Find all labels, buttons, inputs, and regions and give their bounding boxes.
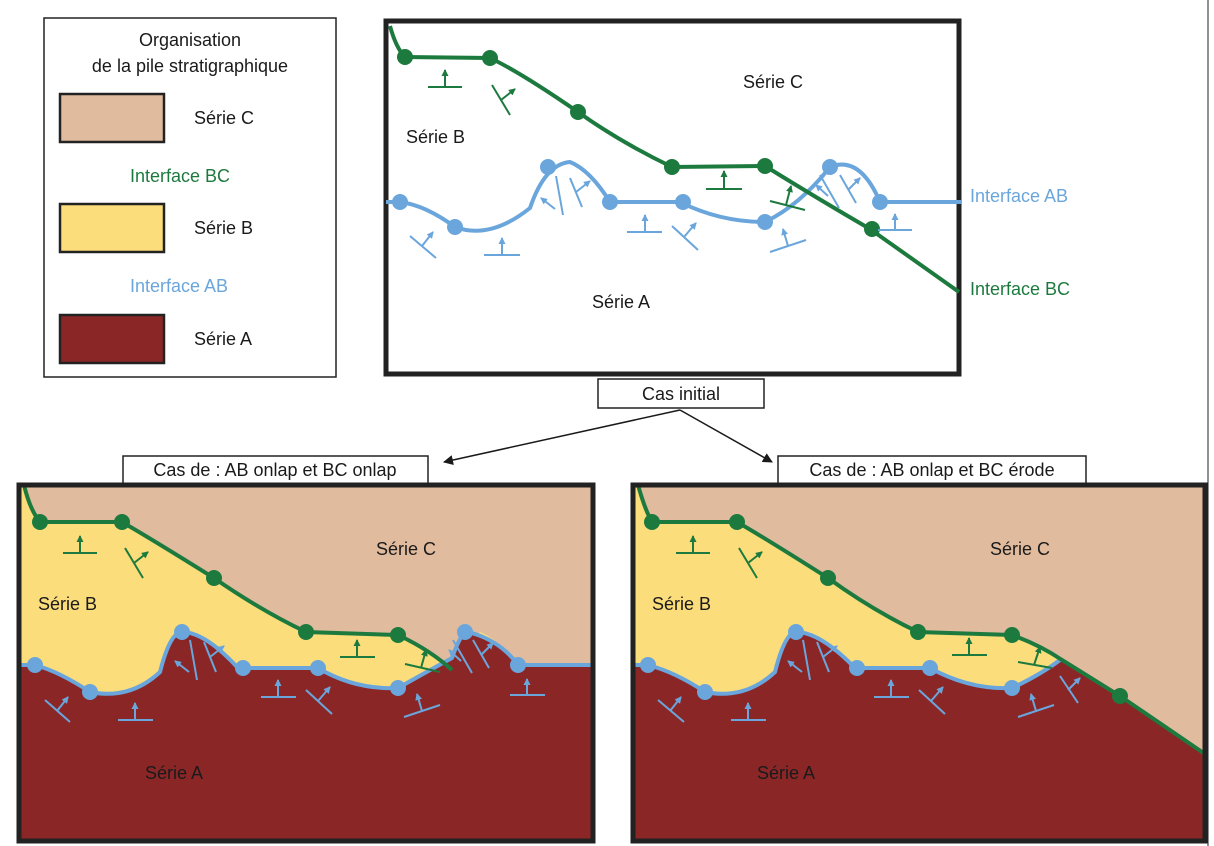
- interface-ab-control-points: [392, 159, 888, 235]
- right-bc-orientation-symbols: [676, 535, 1053, 669]
- initial-caption: Cas initial: [597, 378, 765, 409]
- right-case-frame: [630, 482, 1208, 844]
- arrow-to-right-case: [679, 409, 773, 463]
- arrow-to-left-case: [443, 409, 681, 465]
- left-label-serie-c: Série C: [376, 539, 436, 559]
- right-case-caption: Cas de : AB onlap et BC érode: [777, 455, 1087, 485]
- initial-label-interface-ab: Interface AB: [970, 186, 1068, 206]
- right-label-serie-b: Série B: [652, 594, 711, 614]
- interface-bc-control-points: [397, 49, 880, 237]
- right-case-panel: Série C Série B Série A: [633, 485, 1205, 841]
- right-caption-text: Cas de : AB onlap et BC érode: [809, 460, 1054, 480]
- right-bc-control-points: [644, 514, 1128, 704]
- left-case-caption: Cas de : AB onlap et BC onlap: [122, 455, 429, 485]
- left-ab-control-points: [27, 624, 526, 700]
- left-case-frame: [16, 482, 596, 844]
- left-case-panel: Série C Série B Série A: [19, 485, 593, 841]
- initial-label-interface-bc: Interface BC: [970, 279, 1070, 299]
- interface-ab-orientation-symbols: [409, 174, 912, 259]
- left-serie-a-area: [19, 631, 593, 841]
- left-caption-text: Cas de : AB onlap et BC onlap: [153, 460, 396, 480]
- left-ab-orientation-symbols: [44, 639, 545, 723]
- legend-label-interface-ab: Interface AB: [130, 276, 228, 296]
- legend-swatch-serie-c: [58, 92, 166, 144]
- right-label-serie-c: Série C: [990, 539, 1050, 559]
- right-label-serie-a: Série A: [757, 763, 815, 783]
- initial-case-frame: [383, 18, 962, 377]
- right-serie-a-area: [633, 632, 1205, 841]
- left-bc-orientation-symbols: [63, 535, 441, 673]
- initial-label-serie-c: Série C: [743, 72, 803, 92]
- legend: Organisation de la pile stratigraphique …: [43, 17, 337, 378]
- initial-case-panel: Série C Série B Série A Interface AB Int…: [383, 18, 1070, 377]
- legend-label-interface-bc: Interface BC: [130, 166, 230, 186]
- left-label-serie-b: Série B: [38, 594, 97, 614]
- initial-label-serie-a: Série A: [592, 292, 650, 312]
- initial-caption-text: Cas initial: [642, 384, 720, 404]
- legend-label-serie-b: Série B: [194, 218, 253, 238]
- legend-title-line1: Organisation: [139, 30, 241, 50]
- legend-title-line2: de la pile stratigraphique: [92, 56, 288, 76]
- legend-label-serie-a: Série A: [194, 329, 252, 349]
- initial-label-serie-b: Série B: [406, 127, 465, 147]
- initial-caption-box: [597, 378, 765, 409]
- right-ab-control-points: [640, 624, 1020, 700]
- left-bc-control-points: [32, 514, 406, 643]
- left-label-serie-a: Série A: [145, 763, 203, 783]
- legend-swatch-serie-b: [58, 202, 166, 254]
- legend-label-serie-c: Série C: [194, 108, 254, 128]
- legend-swatch-serie-a: [58, 313, 166, 365]
- right-ab-orientation-symbols: [657, 639, 1081, 723]
- interface-bc-orientation-symbols: [428, 69, 806, 211]
